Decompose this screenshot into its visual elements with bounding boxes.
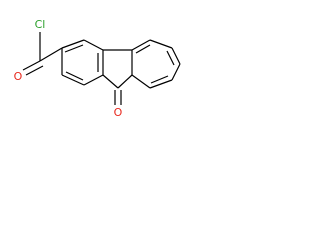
bond-ring-a5-inner (65, 71, 84, 81)
acyl-oxygen-atom-label: O (14, 70, 23, 83)
bond-ring-a2 (83, 39, 104, 51)
bond-ring-a4 (83, 74, 104, 86)
bond-carbonyl-ring (39, 47, 63, 62)
bond-ring-b1-inner (135, 44, 151, 54)
bond-ring-a1 (61, 39, 85, 49)
bond-ring-b2 (149, 39, 173, 49)
bond-ring-a5 (61, 74, 85, 86)
molecule-structure: Cl O O (14, 18, 181, 119)
bond-c-o-double-2 (25, 65, 44, 76)
bond-ring-b5-inner (150, 75, 169, 84)
bond-ring-b3-inner (166, 50, 175, 66)
bond-c9-right (117, 74, 133, 89)
ketone-oxygen-atom-label: O (114, 106, 123, 119)
bond-c9-left (102, 74, 119, 89)
bond-ring-b1 (131, 39, 151, 51)
bond-ring-b6 (131, 74, 151, 89)
chlorine-atom-label: Cl (35, 18, 46, 31)
bond-c-o-double-1 (22, 60, 41, 71)
bond-ring-b5 (149, 79, 173, 89)
bond-ring-a1-inner (64, 44, 84, 53)
bond-ring-b3 (171, 47, 181, 65)
bond-ring-b4 (171, 63, 181, 81)
